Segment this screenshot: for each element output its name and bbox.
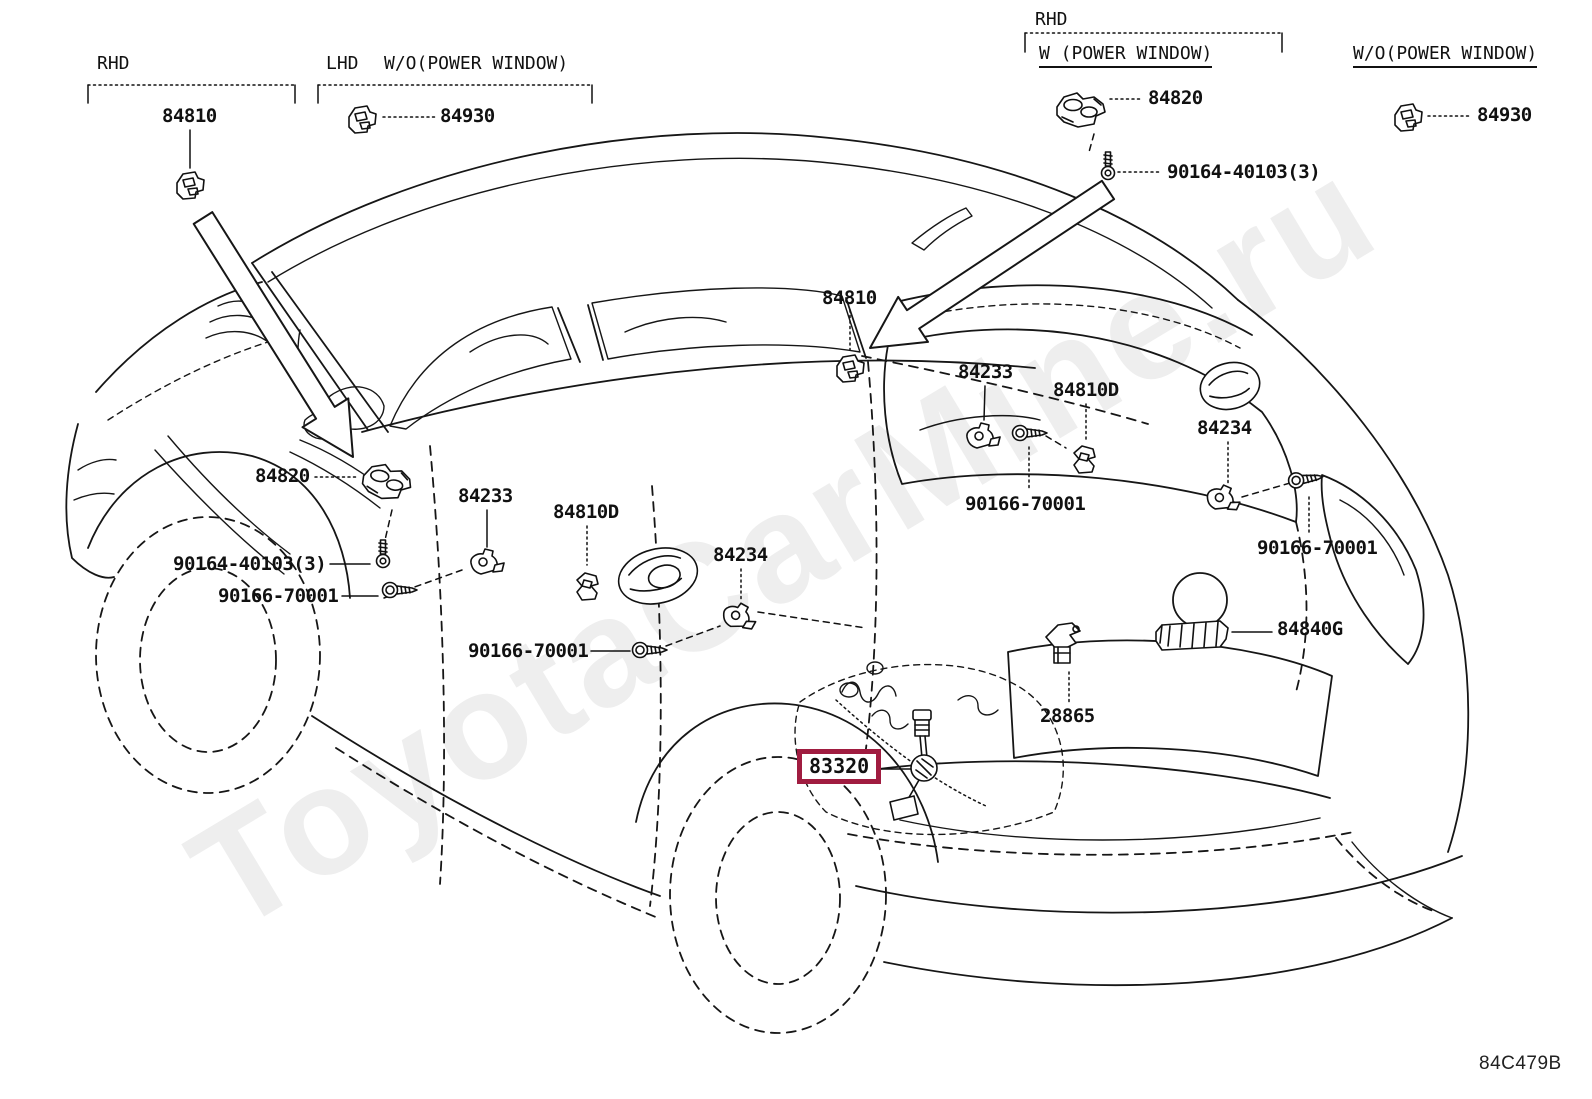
part-84930-lhd[interactable]: 84930 xyxy=(440,105,495,127)
bracket-rhd-right xyxy=(1024,32,1283,53)
bracket-rhd-left xyxy=(87,84,296,104)
icon-back-door-switch-84840g xyxy=(1155,620,1229,651)
group-header-lhd-wo-power-window: W/O(POWER WINDOW) xyxy=(384,53,569,74)
part-90166-70001-quarter-right[interactable]: 90166-70001 xyxy=(1257,537,1378,559)
arrow-left xyxy=(192,211,354,458)
part-84233-front-left[interactable]: 84233 xyxy=(458,485,513,507)
diagram-code: 84C479B xyxy=(1479,1053,1562,1074)
part-84234-rear-right[interactable]: 84234 xyxy=(1197,417,1252,439)
part-84810d-front-left[interactable]: 84810D xyxy=(553,501,619,523)
part-84233-rear-right[interactable]: 84233 xyxy=(958,361,1013,383)
part-84930-wo-power-window[interactable]: 84930 xyxy=(1477,104,1532,126)
part-90164-40103-rhd[interactable]: 90164-40103(3) xyxy=(1167,161,1321,183)
pointer-arrows xyxy=(192,179,1116,458)
arrow-right xyxy=(869,179,1116,349)
part-84810d-rear-right[interactable]: 84810D xyxy=(1053,379,1119,401)
icon-bracket-28865 xyxy=(1045,622,1081,664)
group-header-wo-power-window: W/O(POWER WINDOW) xyxy=(1353,43,1538,68)
group-header-rhd-left: RHD xyxy=(97,53,130,74)
group-header-w-power-window: W (POWER WINDOW) xyxy=(1039,43,1213,68)
door-handle-rear xyxy=(1199,361,1261,411)
part-84234-rear-left[interactable]: 84234 xyxy=(713,544,768,566)
part-84840g-back-door[interactable]: 84840G xyxy=(1277,618,1343,640)
part-84810-rear-door[interactable]: 84810 xyxy=(822,287,877,309)
part-84810-front-rhd[interactable]: 84810 xyxy=(162,105,217,127)
car-line-art xyxy=(65,132,1470,1034)
part-icons xyxy=(176,92,1423,821)
part-28865-bracket[interactable]: 28865 xyxy=(1040,705,1095,727)
group-header-lhd: LHD xyxy=(326,53,359,74)
part-90166-70001-front-door[interactable]: 90166-70001 xyxy=(218,585,339,607)
door-handle-front xyxy=(617,547,699,605)
leader-lines xyxy=(189,98,1473,770)
part-90166-70001-rear-right[interactable]: 90166-70001 xyxy=(965,493,1086,515)
icon-fuel-sender-83320 xyxy=(889,709,938,821)
part-84820-rhd[interactable]: 84820 xyxy=(1148,87,1203,109)
group-brackets xyxy=(87,32,1283,104)
part-90166-70001-rear-left[interactable]: 90166-70001 xyxy=(468,640,589,662)
group-header-rhd-right: RHD xyxy=(1035,9,1068,30)
part-90164-40103-front-door[interactable]: 90164-40103(3) xyxy=(173,553,327,575)
bracket-lhd xyxy=(317,84,593,104)
part-84820-front-door[interactable]: 84820 xyxy=(255,465,310,487)
part-83320-fuel-sender[interactable]: 83320 xyxy=(797,749,882,784)
